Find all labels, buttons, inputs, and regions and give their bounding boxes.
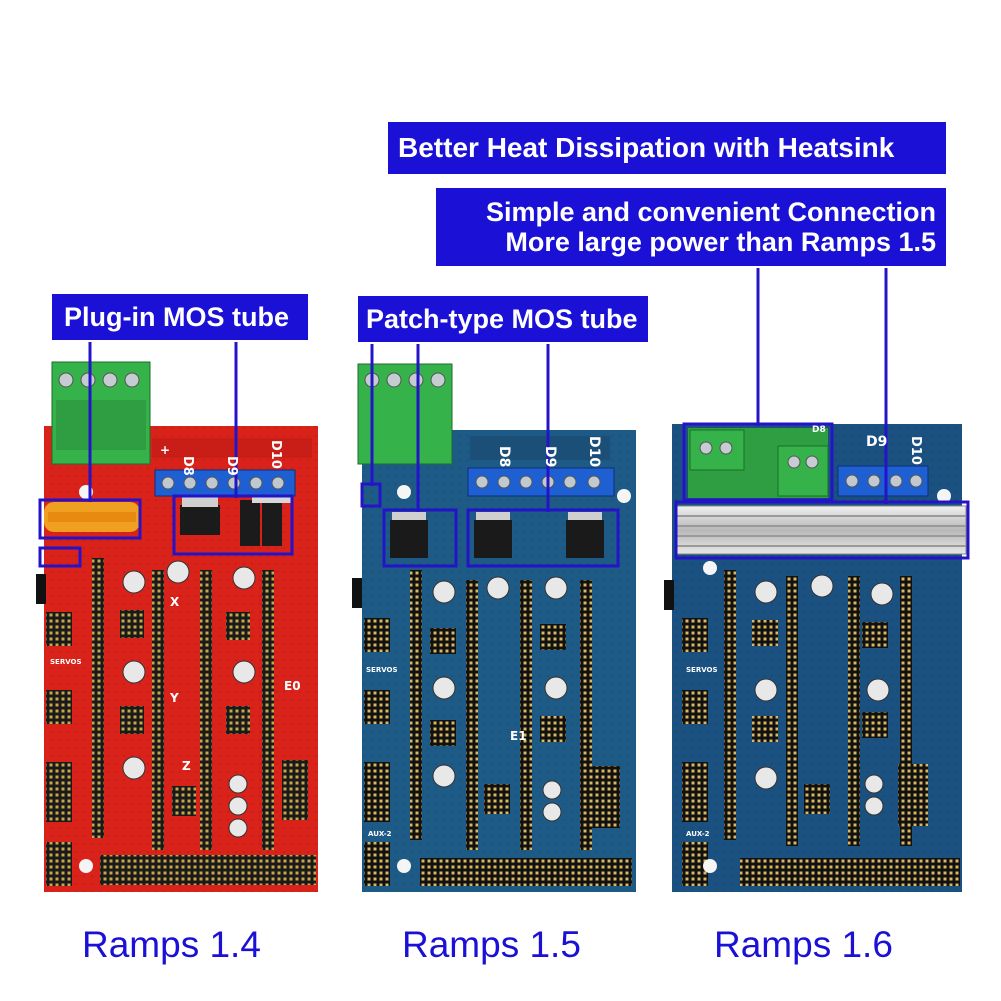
plugin-mos-banner: Plug-in MOS tube: [50, 292, 310, 342]
patch-mos-banner: Patch-type MOS tube: [356, 294, 650, 344]
ramps14-label-d10: D10: [268, 440, 283, 469]
ramps15-label-d10: D10: [586, 436, 602, 467]
patch-mos-banner-text: Patch-type MOS tube: [366, 303, 638, 334]
ramps16-label-d10: D10: [908, 436, 923, 465]
caption-ramps15: Ramps 1.5: [402, 924, 581, 965]
ramps14-board: [36, 340, 318, 892]
ramps14-label-z: Z: [182, 759, 191, 773]
heatsink-banner-text: Better Heat Dissipation with Heatsink: [398, 132, 895, 164]
ramps16-board: [664, 266, 970, 892]
connection-banner-line1: Simple and convenient Connection: [485, 196, 936, 227]
ramps14-label-x: X: [170, 595, 180, 609]
ramps14-label-servos: SERVOS: [50, 658, 82, 666]
ramps14-label-d9: D9: [224, 456, 239, 476]
ramps14-label-plus: +: [160, 443, 170, 457]
ramps16-label-d8: D8: [812, 425, 826, 435]
caption-ramps14: Ramps 1.4: [82, 924, 261, 965]
ramps14-label-d8: D8: [180, 456, 195, 476]
caption-ramps16: Ramps 1.6: [714, 924, 893, 965]
connection-banner-line2: More large power than Ramps 1.5: [505, 227, 936, 257]
ramps16-label-aux2: AUX-2: [686, 830, 710, 838]
connection-banner: Simple and convenient Connection More la…: [434, 186, 948, 268]
plugin-mos-banner-text: Plug-in MOS tube: [64, 301, 289, 332]
ramps16-label-d9: D9: [866, 434, 887, 450]
ramps15-label-aux2: AUX-2: [368, 830, 392, 838]
ramps14-label-e0: E0: [284, 679, 301, 693]
ramps16-label-servos: SERVOS: [686, 666, 718, 674]
heatsink-banner: Better Heat Dissipation with Heatsink: [386, 120, 948, 176]
ramps15-label-e1: E1: [510, 729, 527, 743]
ramps15-label-d9: D9: [542, 446, 558, 467]
ramps15-label-d8: D8: [496, 446, 512, 467]
ramps15-board: [352, 340, 636, 892]
ramps15-label-servos: SERVOS: [366, 666, 398, 674]
ramps14-label-y: Y: [169, 691, 179, 705]
